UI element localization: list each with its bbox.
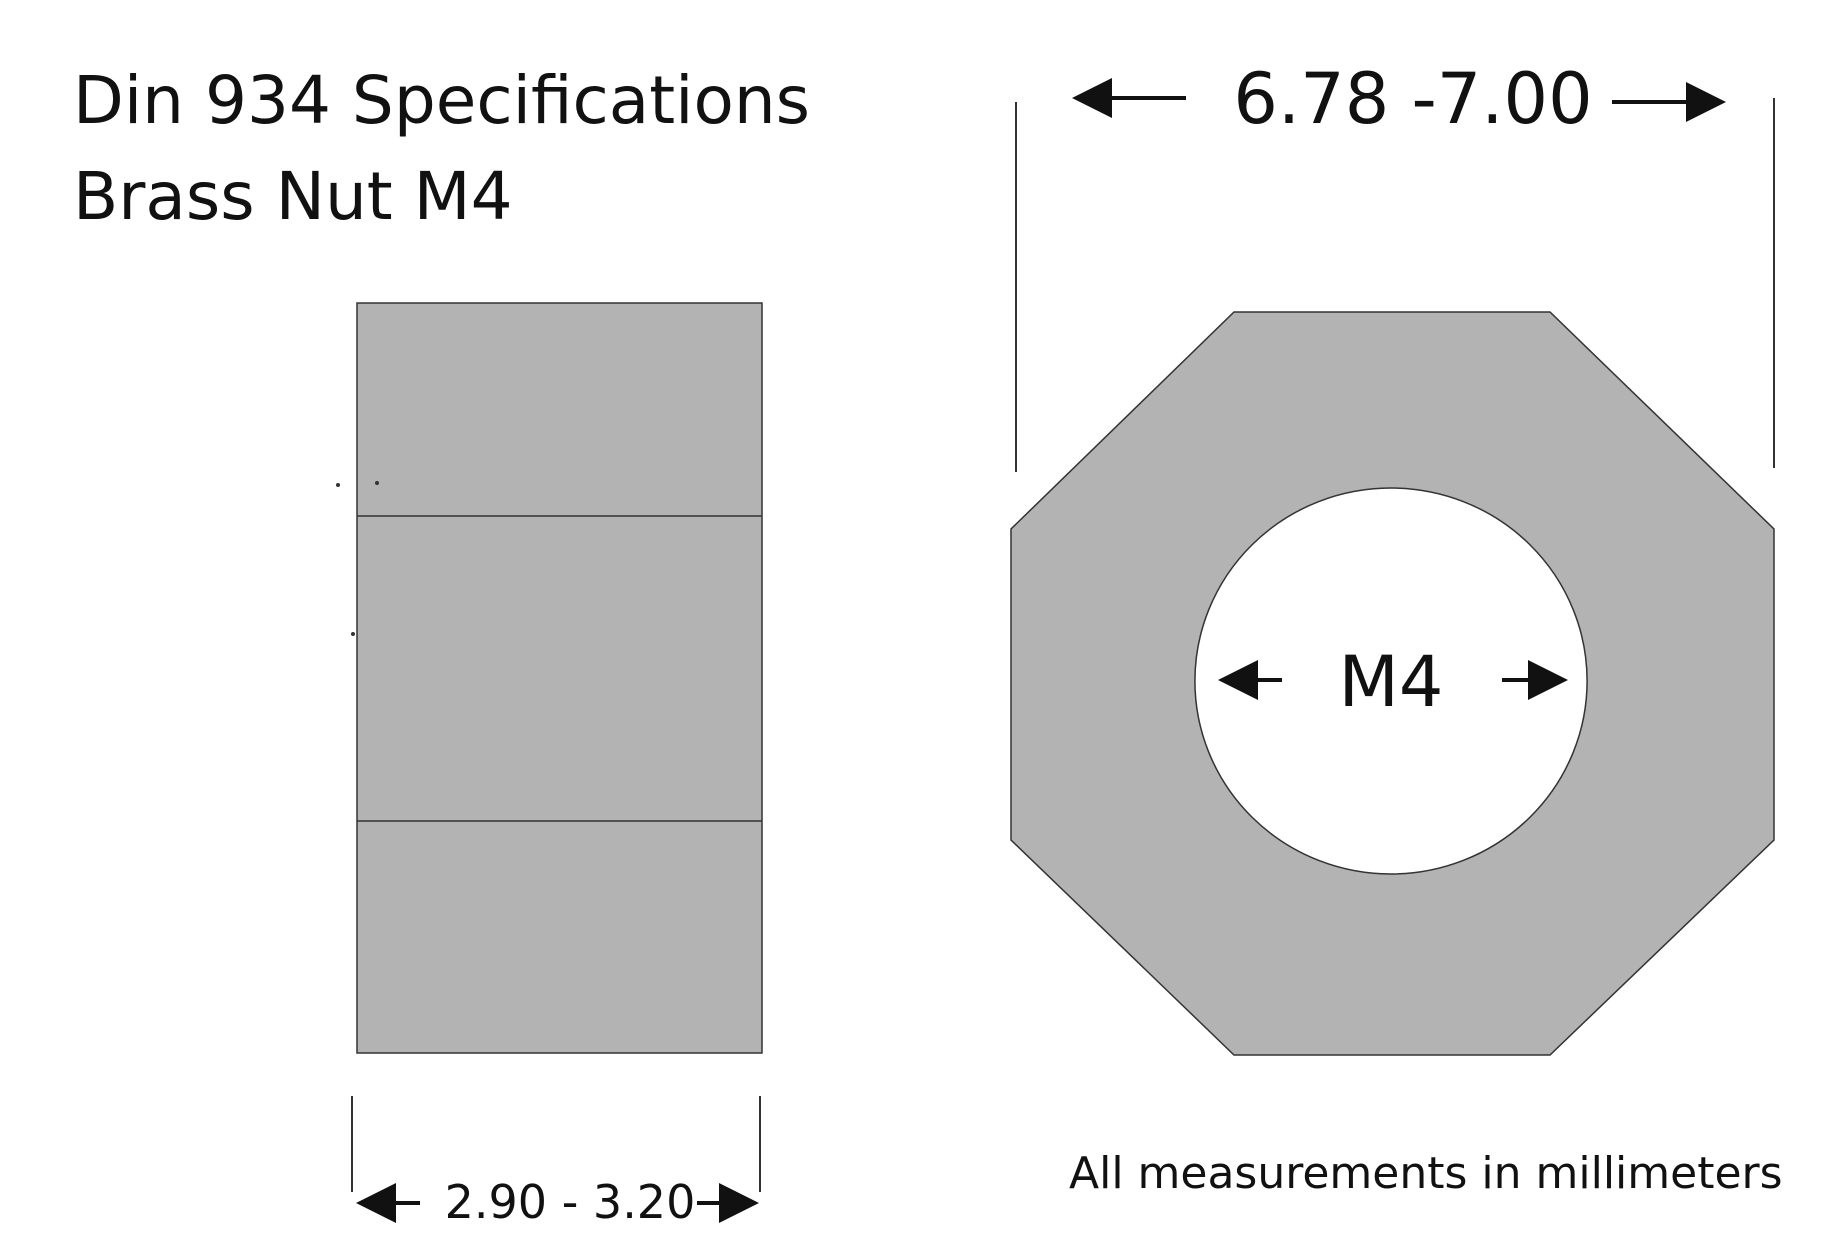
thread-dimension: M4 [1218,641,1568,723]
title-line-1: Din 934 Specifications [73,62,810,139]
nut-top-view [1010,311,1775,1056]
nut-octagon-body [1010,311,1775,1056]
width-dimension: 6.78 -7.00 [1015,58,1775,472]
stray-dot [351,632,355,636]
thread-label: M4 [1339,641,1444,723]
nut-side-view [336,302,763,1054]
stray-dot [375,481,379,485]
title-line-2: Brass Nut M4 [73,158,513,235]
stray-dot [336,483,340,487]
width-label: 6.78 -7.00 [1233,58,1592,140]
thickness-dimension: 2.90 - 3.20 [351,1096,761,1229]
thickness-label: 2.90 - 3.20 [445,1175,696,1229]
nut-side-body [356,302,763,1054]
units-note: All measurements in millimeters [1069,1148,1783,1199]
